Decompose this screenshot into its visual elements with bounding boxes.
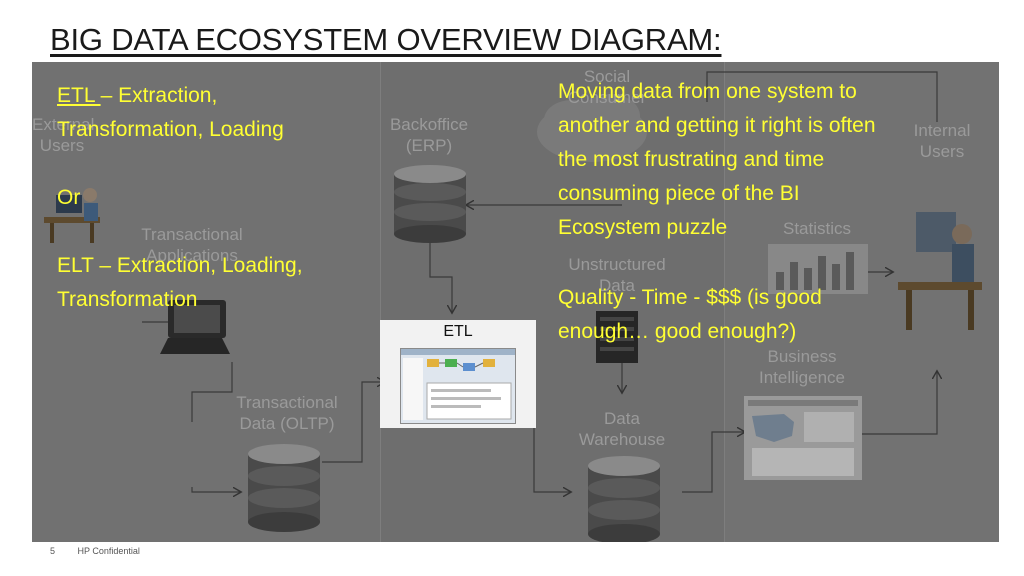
elt-definition-line1: ELT – Extraction, Loading, — [57, 254, 303, 277]
or-text: Or — [57, 186, 81, 209]
etl-term: ETL — [57, 84, 101, 107]
moving-data-line2: another and getting it right is often — [558, 114, 876, 137]
data-warehouse-database-icon — [588, 456, 660, 542]
moving-data-text: Moving data from one system to another a… — [558, 75, 876, 245]
quality-line2: enough… good enough?) — [558, 320, 797, 343]
etl-panel: ETL — [380, 320, 536, 428]
statistics-chart-icon — [768, 244, 868, 294]
internal-user-workstation-icon — [898, 212, 982, 330]
statistics-label: Statistics — [782, 219, 852, 238]
moving-data-line4: consuming piece of the BI — [558, 182, 800, 205]
erp-database-icon — [394, 165, 466, 243]
quality-line1: Quality - Time - $$$ (is good — [558, 286, 822, 309]
unstructured-data-label: Unstructured Data — [568, 255, 666, 296]
pos-terminal-icon — [160, 300, 230, 354]
elt-definition-line2: Transformation — [57, 288, 198, 311]
etl-workflow-icon — [401, 349, 515, 420]
etl-panel-label: ETL — [443, 323, 473, 340]
transactional-applications-label: Transactional Applications — [141, 225, 243, 266]
moving-data-line1: Moving data from one system to — [558, 80, 857, 103]
etl-definition-line1: – Extraction, — [100, 84, 218, 107]
quality-text: Quality - Time - $$$ (is good enough… go… — [558, 281, 822, 349]
slide-title: BIG DATA ECOSYSTEM OVERVIEW DIAGRAM: — [50, 22, 722, 57]
page-number: 5 — [50, 546, 56, 556]
external-user-workstation-icon — [44, 188, 100, 243]
moving-data-line5: Ecosystem puzzle — [558, 216, 728, 239]
oltp-database-icon — [248, 444, 320, 532]
internal-users-label: Internal Users — [913, 121, 971, 162]
elt-definition-text: ELT – Extraction, Loading, Transformatio… — [57, 249, 303, 317]
bi-dashboard-icon — [744, 396, 862, 480]
social-consumer-label: Social Consumer — [567, 67, 647, 108]
etl-definition-line2: Transformation, Loading — [57, 118, 284, 141]
etl-definition-text: ETL – Extraction, Transformation, Loadin… — [57, 79, 284, 147]
ecosystem-diagram: External Users Transactional Application… — [32, 62, 999, 542]
social-consumer-cloud-icon — [537, 94, 647, 162]
external-users-label: External Users — [32, 115, 95, 156]
transactional-data-label: Transactional Data (OLTP) — [236, 393, 338, 434]
data-warehouse-label: Data Warehouse — [578, 409, 666, 450]
slide-footer: 5 HP Confidential — [50, 546, 160, 556]
server-rack-icon — [596, 311, 638, 363]
backoffice-label: Backoffice (ERP) — [389, 115, 469, 156]
etl-tool-screenshot — [400, 348, 516, 424]
moving-data-line3: the most frustrating and time — [558, 148, 825, 171]
business-intelligence-label: Business Intelligence — [758, 347, 845, 388]
confidential-label: HP Confidential — [77, 546, 140, 556]
